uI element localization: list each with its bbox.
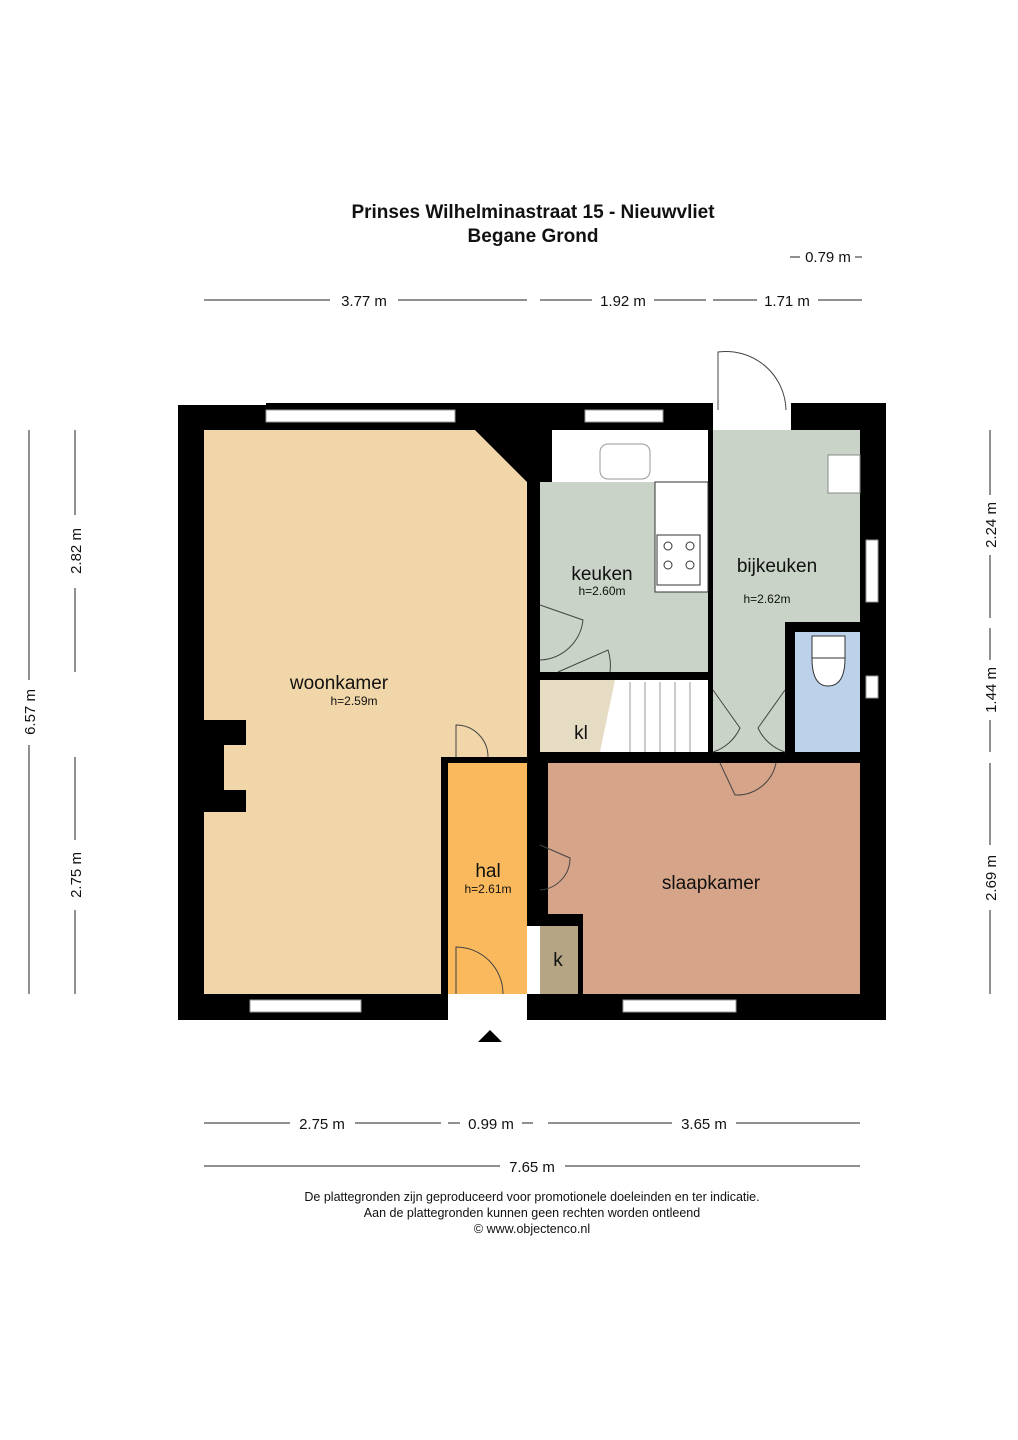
dim-left-2: 2.75 m: [68, 852, 85, 898]
dim-left-total: 6.57 m: [22, 689, 39, 735]
left-dimensions: 6.57 m 2.82 m 2.75 m: [22, 430, 85, 994]
back-door-opening: [713, 403, 791, 430]
height-bijkeuken: h=2.62m: [743, 592, 790, 606]
plan-title: Prinses Wilhelminastraat 15 - Nieuwvliet: [351, 202, 715, 223]
front-door-opening: [448, 994, 527, 1020]
copyright: © www.objectenco.nl: [474, 1222, 590, 1236]
room-k[interactable]: [540, 926, 578, 994]
stove-counter: [654, 481, 709, 593]
height-woonkamer: h=2.59m: [330, 694, 377, 708]
dim-right-1: 2.24 m: [983, 502, 1000, 548]
dim-bottom-1: 2.75 m: [299, 1116, 345, 1133]
stair-steps: [629, 682, 691, 752]
sink-icon: [599, 443, 651, 480]
dim-bottom-total: 7.65 m: [509, 1159, 555, 1176]
right-dimensions: 2.24 m 1.44 m 2.69 m: [983, 430, 1000, 994]
label-bijkeuken: bijkeuken: [737, 556, 817, 577]
fireplace: [204, 720, 224, 812]
entrance-arrow-icon: [478, 1030, 502, 1042]
dim-right-3: 2.69 m: [983, 855, 1000, 901]
stairs: [600, 680, 708, 752]
dim-top-3: 1.71 m: [764, 293, 810, 310]
door-swings: [455, 604, 786, 995]
label-woonkamer: woonkamer: [289, 673, 389, 694]
dim-top-small: 0.79 m: [805, 249, 851, 266]
label-keuken: keuken: [571, 564, 632, 585]
boiler-icon: [827, 454, 861, 494]
label-hal: hal: [475, 861, 500, 882]
disclaimer-line-1: De plattegronden zijn geproduceerd voor …: [304, 1190, 759, 1204]
dim-bottom-2: 0.99 m: [468, 1116, 514, 1133]
stove-icon: [656, 534, 701, 586]
room-woonkamer[interactable]: [204, 430, 527, 994]
dim-left-1: 2.82 m: [68, 528, 85, 574]
windows: [249, 409, 879, 1013]
floor-name: Begane Grond: [468, 226, 599, 247]
room-slaapkamer[interactable]: [548, 763, 860, 994]
disclaimer-line-2: Aan de plattegronden kunnen geen rechten…: [364, 1206, 700, 1220]
back-door-swing: [717, 350, 787, 411]
top-dimensions: 0.79 m 3.77 m 1.92 m 1.71 m: [204, 249, 862, 310]
room-hal[interactable]: [448, 763, 527, 994]
height-hal: h=2.61m: [464, 882, 511, 896]
label-kl: kl: [574, 723, 588, 744]
dim-right-2: 1.44 m: [983, 667, 1000, 713]
label-k: k: [553, 950, 563, 971]
label-slaapkamer: slaapkamer: [662, 873, 761, 894]
dim-bottom-3: 3.65 m: [681, 1116, 727, 1133]
dim-top-2: 1.92 m: [600, 293, 646, 310]
bottom-dimensions: 2.75 m 0.99 m 3.65 m 7.65 m: [204, 1116, 860, 1176]
height-keuken: h=2.60m: [578, 584, 625, 598]
dim-top-1: 3.77 m: [341, 293, 387, 310]
toilet-icon: [811, 635, 846, 687]
